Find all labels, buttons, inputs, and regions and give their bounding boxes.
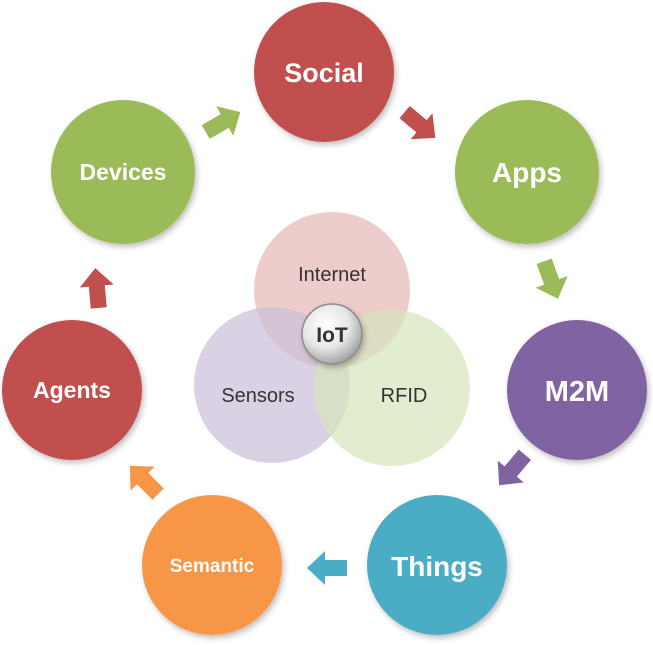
- node-agents-circle: [2, 320, 142, 460]
- cycle-nodes: Social Apps M2M Things Semantic Agents D…: [2, 2, 647, 635]
- node-devices: Devices: [51, 100, 195, 244]
- node-apps: Apps: [455, 100, 599, 244]
- arrow-social-to-apps: [399, 106, 436, 140]
- node-things-label: Things: [391, 551, 483, 582]
- node-semantic-label: Semantic: [170, 556, 255, 577]
- venn-label-sensors: Sensors: [221, 385, 294, 407]
- arrow-apps-to-m2m: [535, 258, 568, 299]
- node-social-label: Social: [284, 58, 364, 88]
- node-devices-label: Devices: [80, 159, 167, 185]
- node-apps-circle: [455, 100, 599, 244]
- node-semantic: Semantic: [142, 495, 282, 635]
- node-m2m: M2M: [507, 320, 647, 460]
- node-apps-label: Apps: [492, 157, 562, 188]
- arrow-agents-to-devices: [79, 268, 114, 309]
- node-agents: Agents: [2, 320, 142, 460]
- node-things-circle: [367, 495, 507, 635]
- iot-center-label: IoT: [316, 324, 348, 347]
- node-social-circle: [254, 2, 394, 142]
- node-agents-label: Agents: [33, 377, 111, 403]
- node-social: Social: [254, 2, 394, 142]
- arrow-m2m-to-things: [497, 449, 531, 486]
- arrow-devices-to-social: [201, 106, 241, 139]
- cycle-arrows: [79, 106, 568, 585]
- iot-center-circle: [301, 303, 363, 365]
- node-m2m-label: M2M: [545, 376, 609, 408]
- venn-label-rfid: RFID: [381, 385, 428, 407]
- node-things: Things: [367, 495, 507, 635]
- node-devices-circle: [51, 100, 195, 244]
- arrow-semantic-to-agents: [129, 465, 164, 500]
- arrow-things-to-semantic: [307, 551, 347, 585]
- venn-label-internet: Internet: [298, 264, 366, 286]
- iot-venn: Internet Sensors RFID IoT: [194, 212, 470, 466]
- node-m2m-circle: [507, 320, 647, 460]
- node-semantic-circle: [142, 495, 282, 635]
